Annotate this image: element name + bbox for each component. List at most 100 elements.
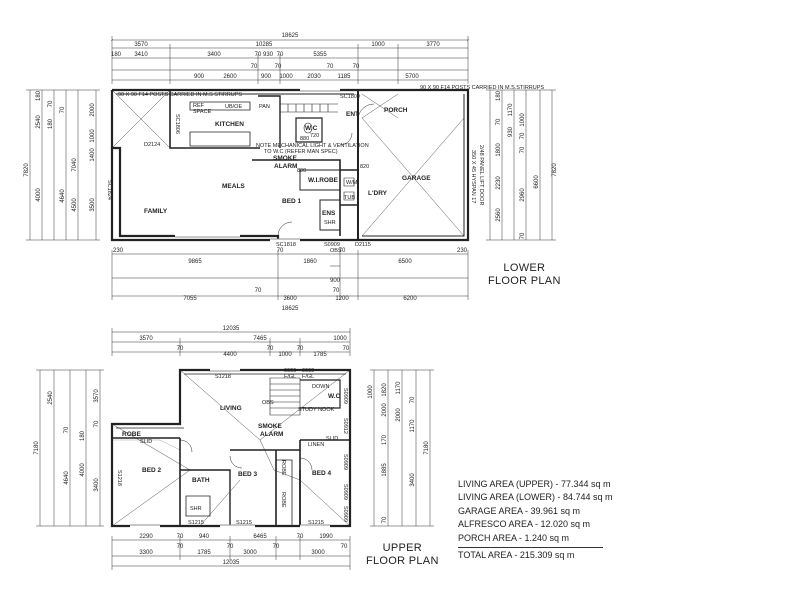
dim-text: 1860 <box>303 259 317 265</box>
room-label-smoke: SMOKE <box>273 155 298 162</box>
dim-text: 7465 <box>253 336 267 342</box>
lower-floor-title: LOWER FLOOR PLAN <box>488 262 561 288</box>
dim-text: 70 <box>382 516 388 523</box>
area-row: GARAGE AREA - 39.961 sq m <box>458 505 581 516</box>
dim-text: 1000 <box>520 113 526 127</box>
dim-text: 1185 <box>338 74 352 80</box>
dim-text: 2000 <box>90 103 96 117</box>
dim-text: 180 <box>36 90 42 101</box>
window-code: SC1818 <box>276 242 296 248</box>
room-label-ens: ENS <box>322 210 336 217</box>
dim-text: 1885 <box>382 463 388 477</box>
fixture-label: REF <box>193 103 205 109</box>
dim-text: 5355 <box>313 52 327 58</box>
lower-dimension-lines <box>26 36 556 300</box>
room-label-bath: BATH <box>192 477 210 484</box>
fixture-label: SLID <box>326 436 338 442</box>
door-width: 800 <box>297 168 306 174</box>
dim-text: 70 <box>227 544 234 550</box>
upper-floor-title-line2: FLOOR PLAN <box>366 555 439 567</box>
dim-text: 70 <box>273 544 280 550</box>
dim-text: 7180 <box>34 441 40 455</box>
fixture-label: SLID <box>140 439 152 445</box>
lower-floor-title-line2: FLOOR PLAN <box>488 275 561 287</box>
fixture-label: SPACE <box>193 109 212 115</box>
dim-text: 70 <box>343 346 350 352</box>
dim-text: 930 <box>263 52 274 58</box>
upper-floor-title: UPPER FLOOR PLAN <box>366 542 439 568</box>
dim-text: 70 <box>277 52 284 58</box>
upper-dimension-lines <box>36 328 434 570</box>
dim-text: 70 <box>410 396 416 403</box>
fixture-label: TUB <box>344 195 355 201</box>
dim-text: 70 <box>333 288 340 294</box>
door-code: D2115 <box>355 242 371 248</box>
dim-text: 3000 <box>311 550 325 556</box>
dim-text: 4400 <box>223 352 237 358</box>
dim-text: 6500 <box>398 259 412 265</box>
dim-text: 900 <box>330 278 341 284</box>
area-row: LIVING AREA (UPPER) - 77.344 sq m <box>458 479 611 489</box>
dim-text: 1400 <box>90 148 96 162</box>
room-label-alarm: ALARM <box>274 163 297 170</box>
room-label-wc: W.C <box>328 393 341 400</box>
dim-text: 70 <box>327 64 334 70</box>
dim-text: 9865 <box>188 259 202 265</box>
room-label-meals: MEALS <box>222 183 245 190</box>
fixture-label: ROBE <box>280 460 286 476</box>
dim-text: 4500 <box>72 198 78 212</box>
dim-text: 4640 <box>64 471 70 485</box>
dim-text: 180 <box>80 430 86 441</box>
window-code: S1215 <box>188 520 204 526</box>
window-code: S1218 <box>215 374 231 380</box>
dim-text: 70 <box>297 534 304 540</box>
dim-text: 70 <box>177 544 184 550</box>
room-label-bed1: BED 1 <box>282 198 302 205</box>
dim-text: 70 <box>339 248 346 254</box>
window-code: S0909 <box>342 506 348 522</box>
fixture-label: UB/OE <box>225 104 242 110</box>
lower-annotations: PAN REF SPACE UB/OE W/M TUB SHR 90 X 90 … <box>106 85 544 254</box>
dim-text: 2960 <box>520 188 526 202</box>
dim-text: 6465 <box>253 534 267 540</box>
dim-text: 70 <box>275 64 282 70</box>
dim-text: 12035 <box>223 326 240 332</box>
dim-text: 6200 <box>403 296 417 302</box>
dim-text: 70 <box>60 106 66 113</box>
dim-text: 1785 <box>197 550 211 556</box>
dim-text: 2560 <box>496 208 502 222</box>
upper-dimension-texts: 12035 3570 7465 1000 70 4400 70 1000 70 … <box>34 326 430 566</box>
room-label-bed4: BED 4 <box>312 470 332 477</box>
dim-text: 180 <box>496 90 502 101</box>
dim-text: 900 <box>194 74 205 80</box>
dim-text: 1000 <box>278 352 292 358</box>
room-label-alarm: ALARM <box>260 431 283 438</box>
dim-text: 70 <box>177 534 184 540</box>
dim-text: 18625 <box>282 33 299 39</box>
dim-text: 170 <box>382 434 388 445</box>
dim-text: 1800 <box>496 143 502 157</box>
area-row: ALFRESCO AREA - 12.020 sq m <box>458 519 591 530</box>
room-label-ent: ENT <box>346 111 359 118</box>
window-code: S0912 <box>342 418 348 434</box>
fixture-label: SHR <box>324 220 336 226</box>
window-code: OBS <box>262 400 274 406</box>
window-code: SC1809 <box>340 94 360 100</box>
dim-text: 3410 <box>134 52 148 58</box>
area-schedule: LIVING AREA (UPPER) - 77.344 sq m LIVING… <box>458 478 613 562</box>
total-area: TOTAL AREA - 215.309 sq m <box>458 547 603 562</box>
dim-text: 3770 <box>426 42 440 48</box>
dim-text: 1170 <box>508 103 514 117</box>
fixture-label: STUDY NOOK <box>298 407 335 413</box>
dim-text: 70 <box>353 64 360 70</box>
window-code: 0606 <box>284 368 296 374</box>
dim-text: 1170 <box>410 419 416 433</box>
dim-text: 230 <box>457 248 468 254</box>
dim-text: 3000 <box>243 550 257 556</box>
dim-text: 70 <box>496 118 502 125</box>
dim-text: 7820 <box>552 163 558 177</box>
window-code: SC1806 <box>174 114 180 134</box>
dim-text: 70 <box>297 346 304 352</box>
dim-text: 70 <box>520 232 526 239</box>
door-width: 820 <box>360 164 369 170</box>
